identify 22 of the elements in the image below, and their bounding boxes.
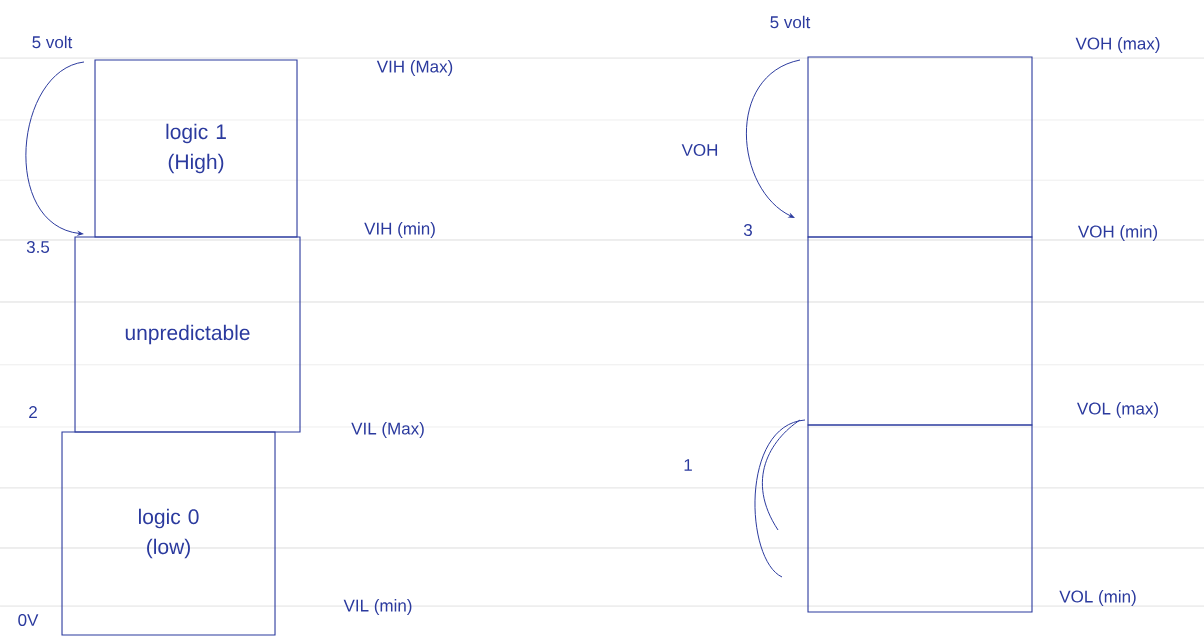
level-box: unpredictable bbox=[74, 236, 301, 433]
axis-label: 3 bbox=[743, 224, 752, 236]
axis-label: VOH (min) bbox=[1077, 225, 1158, 241]
axis-label: 3.5 bbox=[26, 241, 50, 253]
level-band bbox=[807, 56, 1033, 238]
level-box: logic 1 (High) bbox=[94, 59, 298, 238]
axis-label: VOH bbox=[681, 144, 718, 156]
axis-label: VOL (max) bbox=[1077, 402, 1159, 418]
axis-label: 1 bbox=[684, 459, 692, 471]
axis-label: VOL (min) bbox=[1059, 590, 1136, 606]
level-box: logic 0 (low) bbox=[61, 431, 276, 636]
axis-label: VIH (min) bbox=[364, 222, 435, 238]
axis-label: 5 volt bbox=[770, 15, 811, 29]
axis-label: VIL (Max) bbox=[351, 422, 424, 438]
axis-label: VIH (Max) bbox=[376, 60, 453, 76]
axis-label: 5 volt bbox=[32, 35, 73, 49]
axis-label: 2 bbox=[29, 406, 37, 418]
axis-label: VOH (max) bbox=[1075, 37, 1160, 53]
axis-label: VIL (min) bbox=[343, 599, 412, 615]
level-band bbox=[807, 424, 1033, 613]
axis-label: 0V bbox=[18, 613, 39, 626]
level-band bbox=[807, 236, 1033, 426]
